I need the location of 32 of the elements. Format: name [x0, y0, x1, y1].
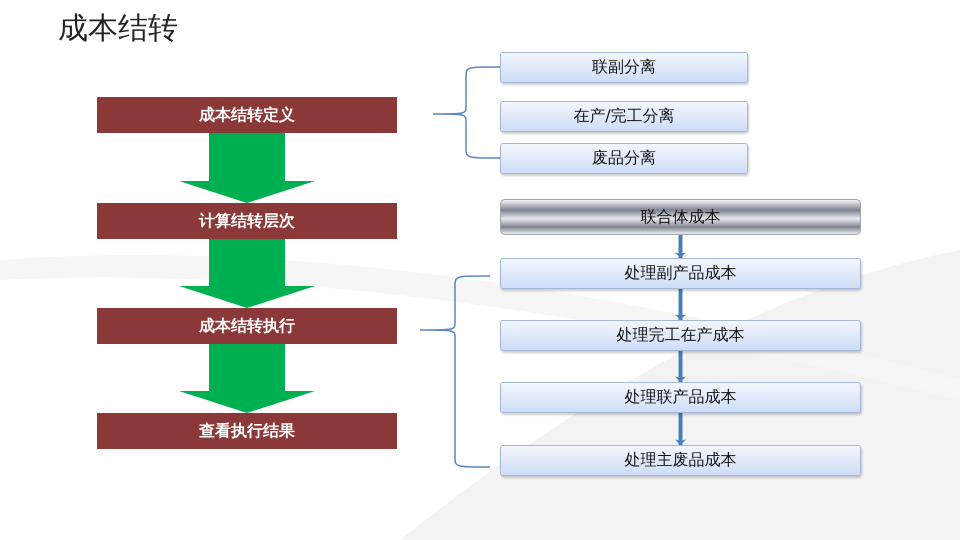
process-box — [500, 320, 861, 351]
process-box — [500, 199, 861, 235]
box-label: 计算结转层次 — [199, 210, 295, 232]
block-arrow — [179, 344, 315, 413]
step-box — [97, 97, 397, 133]
box-label: 废品分离 — [592, 148, 656, 169]
arrow — [675, 351, 686, 382]
slide-title: 成本结转 — [58, 10, 178, 48]
box-label: 处理副产品成本 — [624, 263, 736, 284]
process-box — [500, 382, 861, 413]
arrow — [675, 413, 686, 445]
step-box — [97, 308, 397, 344]
step-box — [97, 203, 397, 239]
arrow — [675, 289, 686, 320]
box-label: 处理主废品成本 — [624, 450, 736, 471]
process-box — [500, 258, 861, 289]
box-label: 在产/完工分离 — [573, 106, 675, 127]
block-arrow — [179, 239, 315, 308]
box-label: 处理联产品成本 — [624, 387, 736, 408]
step-box — [97, 413, 397, 449]
box-label: 成本结转执行 — [199, 316, 295, 336]
box-label: 联合体成本 — [640, 206, 720, 228]
process-box — [500, 445, 861, 476]
box-label: 成本结转定义 — [199, 104, 295, 126]
process-box — [500, 143, 748, 174]
box-label: 查看执行结果 — [199, 420, 295, 442]
box-label: 联副分离 — [592, 57, 656, 78]
box-label: 处理完工在产成本 — [616, 325, 744, 346]
process-box — [500, 101, 748, 132]
process-box — [500, 52, 748, 83]
block-arrow — [179, 133, 315, 203]
arrow — [675, 235, 686, 258]
